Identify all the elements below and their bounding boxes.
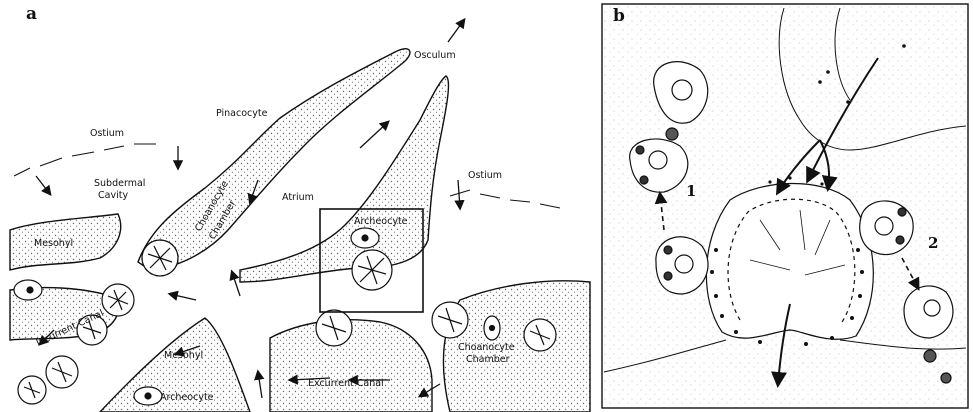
label-osculum: Osculum [414, 50, 456, 61]
panel-b-chamber [706, 183, 873, 339]
label-atrium: Atrium [282, 192, 314, 203]
label-archeocyte-bottom: Archeocyte [160, 392, 214, 403]
label-subdermal-1: Subdermal [94, 178, 145, 189]
label-step-2: 2 [928, 234, 938, 252]
label-pinacocyte: Pinacocyte [216, 108, 268, 119]
label-subdermal-2: Cavity [98, 190, 128, 201]
label-ostium-right: Ostium [468, 170, 502, 181]
label-excurrent-canal: Excurrent Canal [308, 378, 384, 389]
label-mesohyl-bottom: Mesohyl [164, 350, 203, 361]
label-step-1: 1 [686, 182, 696, 200]
label-choanocyte-bottom-2: Chamber [466, 354, 510, 365]
label-archeocyte-top: Archeocyte [354, 216, 408, 227]
label-choanocyte-bottom-1: Choanocyte [458, 342, 515, 353]
label-ostium-left: Ostium [90, 128, 124, 139]
label-mesohyl-top: Mesohyl [34, 238, 73, 249]
